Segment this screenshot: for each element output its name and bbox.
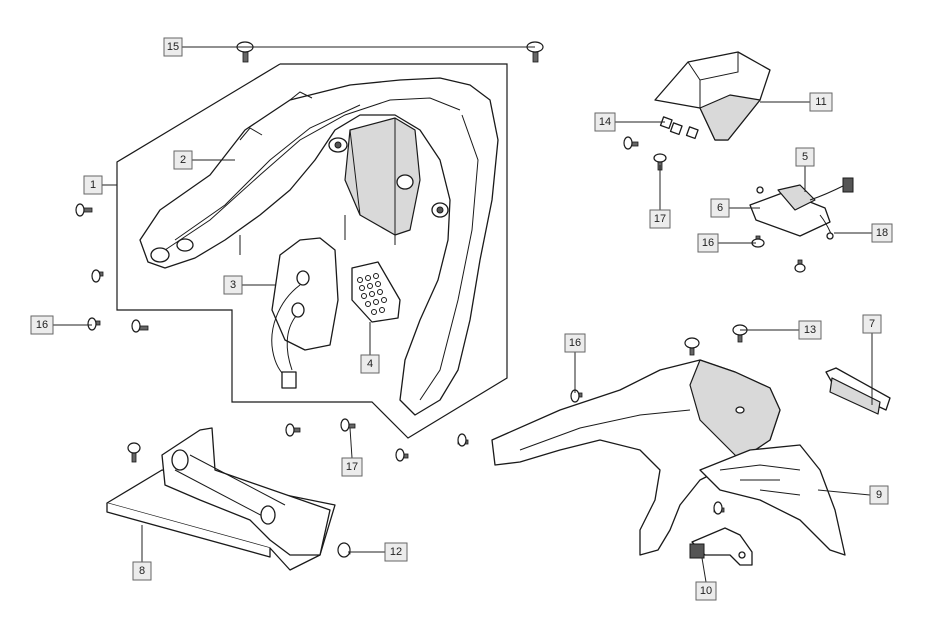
bolt-13-right [732,324,748,343]
callout-14-label: 14 [599,116,611,128]
leader-lines [53,46,873,583]
bolt-left-3 [131,319,149,333]
callout-16-left-label: 16 [36,319,48,331]
bolt-12 [337,542,351,558]
bolt-13-left [684,337,700,356]
callout-10-label: 10 [700,585,712,597]
licence-light-part-5-6 [749,177,854,240]
callout-16-left: 16 [30,315,54,335]
callout-7-label: 7 [869,318,875,330]
callout-17-right: 17 [649,209,671,229]
callout-4: 4 [360,354,380,374]
rear-subframe-part-2 [139,77,499,416]
bolt-8-holder [127,442,141,463]
rear-fender-part-9 [491,359,846,556]
callout-11-label: 11 [815,96,826,108]
callout-6: 6 [710,198,730,218]
callout-12: 12 [384,542,408,562]
bolt-15-right [526,41,544,63]
grille-part-4 [351,261,401,323]
bolt-fender-lower [713,501,725,515]
clip-nuts-part-14 [659,116,699,140]
callout-1: 1 [83,175,103,195]
callout-9: 9 [869,485,889,505]
callout-5-label: 5 [802,151,808,163]
assembly-1-outline [116,63,508,439]
callout-14: 14 [594,112,616,132]
bolt-17-mid [340,418,356,432]
callout-6-label: 6 [717,202,723,214]
callout-2: 2 [173,150,193,170]
callout-16-right-label: 16 [702,237,714,249]
bolt-mid-2 [395,448,409,462]
callout-17-right-label: 17 [654,213,666,225]
callout-8: 8 [132,561,152,581]
bracket-part-10 [689,527,753,566]
bolt-16-left [87,317,101,331]
callout-1-label: 1 [90,179,96,191]
bolt-15-left [236,41,254,63]
bolt-left-2 [91,269,104,283]
callout-16-fender-label: 16 [569,337,581,349]
callout-18: 18 [871,223,893,243]
callout-3: 3 [223,275,243,295]
bolt-left-1 [75,203,93,217]
callout-17-mid-label: 17 [346,461,358,473]
bolt-right-lower [794,259,806,273]
callout-11: 11 [809,92,833,112]
callout-2-label: 2 [180,154,186,166]
bolt-16-fender [570,389,583,403]
callout-3-label: 3 [230,279,236,291]
callout-18-label: 18 [876,227,888,239]
callout-8-label: 8 [139,565,145,577]
callout-9-label: 9 [876,489,882,501]
callout-16-right: 16 [697,233,719,253]
callout-16-fender: 16 [564,333,586,353]
callout-10: 10 [695,581,717,601]
bolt-16-right [751,235,765,248]
plate-holder-part-8 [106,427,336,571]
reflector-part-7 [825,367,891,415]
callout-13: 13 [798,320,822,340]
callout-15-label: 15 [167,41,179,53]
callout-5: 5 [795,147,815,167]
callout-12-label: 12 [390,546,402,558]
callout-7: 7 [862,314,882,334]
bolt-mid-3 [457,433,469,447]
tail-light-cover-part-11 [654,51,771,141]
bolt-14-upper [623,136,639,150]
harness-cover-part-3 [271,237,339,389]
bolt-mid-1 [285,423,301,437]
callout-15: 15 [163,37,183,57]
callout-13-label: 13 [804,324,816,336]
callout-17-mid: 17 [341,457,363,477]
callout-4-label: 4 [367,358,373,370]
